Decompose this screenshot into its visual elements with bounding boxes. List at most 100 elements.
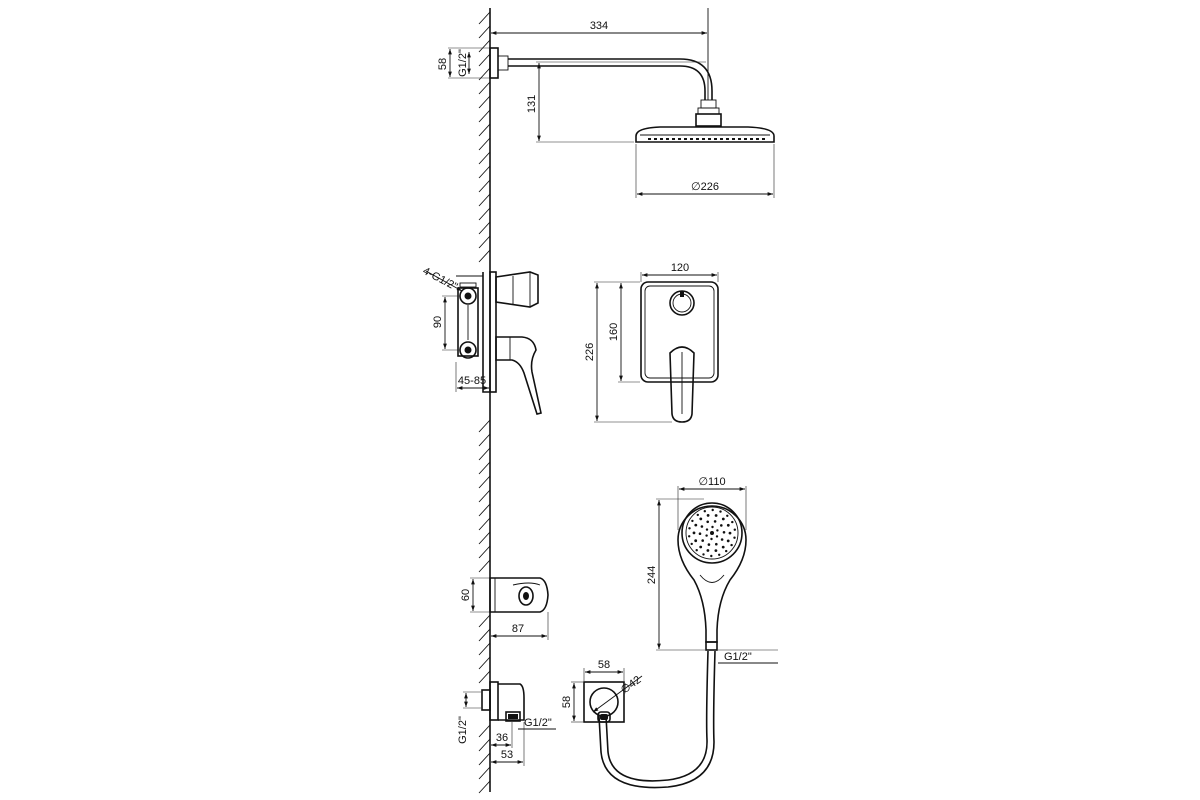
head-nozzle <box>666 138 669 140</box>
hand-shower-nozzle <box>691 519 694 523</box>
dim-outlet-depth-1: 36 <box>496 732 508 744</box>
head-nozzle <box>702 138 705 140</box>
wall-hatch-line <box>478 25 491 39</box>
hand-shower-nozzle <box>726 523 730 527</box>
mixer-connection-bottom-core <box>464 346 472 354</box>
wall-hatch-line <box>478 137 491 151</box>
outlet-nipple <box>505 711 521 722</box>
head-nozzle <box>648 138 651 140</box>
arm-wall-flange <box>489 47 499 79</box>
wall-hatch-line <box>478 11 491 25</box>
hand-shower-face-ring <box>685 506 739 560</box>
hand-shower-nozzle <box>718 553 721 556</box>
wall-hatch-line <box>478 780 491 794</box>
wall-hatch-line <box>478 179 491 193</box>
outlet-nipple-core <box>508 714 518 719</box>
hand-shower-center-nozzle <box>710 531 714 535</box>
hand-shower-nozzle <box>733 528 736 531</box>
arm-connector <box>497 55 509 71</box>
hand-shower-nozzle <box>699 517 703 521</box>
wall-hatch-line <box>478 503 491 517</box>
head-nozzle <box>714 138 717 140</box>
dim-arm-length: 334 <box>590 20 608 32</box>
hand-shower-thread <box>705 641 718 651</box>
leader-mixer-threads <box>425 270 463 292</box>
elbow-nipple <box>597 711 611 723</box>
hand-shower-nozzle <box>706 514 710 517</box>
hand-shower-nozzle <box>715 542 718 546</box>
wall-hatch-line <box>478 475 491 489</box>
diverter-knob-side <box>495 271 539 308</box>
hand-shower-nozzle <box>705 534 708 537</box>
wall-hatch-line <box>478 559 491 573</box>
hand-shower-nozzle <box>701 539 704 542</box>
head-nozzle <box>756 138 759 140</box>
arm-nut <box>700 99 717 109</box>
head-nozzle <box>678 138 681 140</box>
dim-mixer-threads: 4-G1/2" <box>421 265 460 293</box>
head-nozzle <box>708 138 711 140</box>
head-nozzle <box>684 138 687 140</box>
hand-shower-nozzle <box>688 535 691 538</box>
hand-shower-nozzle <box>728 531 732 535</box>
hand-shower-nozzle <box>694 539 698 543</box>
wall-hatch-line <box>478 738 491 752</box>
wall-hatch-line <box>478 752 491 766</box>
hand-shower-nozzle <box>733 536 736 539</box>
hand-shower-nozzle <box>702 553 705 556</box>
head-nozzle <box>660 138 663 140</box>
mixer-top-cap <box>459 282 477 288</box>
hand-shower-nozzles <box>688 508 736 558</box>
hand-shower-nozzle <box>726 539 730 543</box>
dim-plate-width: 120 <box>671 262 689 274</box>
dim-plate-total: 226 <box>584 343 596 361</box>
mixer-side-view: 4-G1/2" 90 45-85 <box>421 265 542 415</box>
rain-shower-head <box>635 126 775 143</box>
hand-shower-nozzle <box>710 554 713 558</box>
dim-outlet-depth-2: 53 <box>501 749 513 761</box>
hand-shower-nozzle <box>714 549 718 552</box>
wall-outlet-front: 58 58 ∅42 <box>561 659 643 723</box>
wall-outlet-side: G1/2" G1/2" 36 53 <box>457 681 556 766</box>
wall-hatch-line <box>478 628 491 642</box>
outlet-elbow-body <box>498 683 525 721</box>
hand-shower-nozzle <box>720 538 724 541</box>
head-nozzle <box>762 138 765 140</box>
wall-hatch-line <box>478 53 491 67</box>
arm-ball-joint <box>697 107 720 115</box>
wall-hatch-line <box>478 461 491 475</box>
head-nozzle <box>744 138 747 140</box>
spout-outlet <box>518 586 534 606</box>
hand-shower-nozzle <box>694 523 698 527</box>
dim-spout-length: 87 <box>512 623 524 635</box>
hand-shower-nozzle <box>722 531 726 534</box>
wall-hatch-line <box>478 81 491 95</box>
hand-shower-nozzle <box>690 542 693 546</box>
hand-shower-nozzle <box>731 520 734 524</box>
hand-shower: ∅110 244 G1/2" <box>598 476 778 789</box>
dim-mixer-depth: 45-85 <box>458 375 486 387</box>
head-nozzle <box>732 138 735 140</box>
hand-shower-nozzle <box>706 520 709 524</box>
hand-shower-neck-line <box>699 574 725 583</box>
dim-thread-top: G1/2" <box>457 49 469 77</box>
dim-hs-length: 244 <box>646 566 658 584</box>
dim-elbow-width: 58 <box>598 659 610 671</box>
mixer-front-view: 120 160 226 <box>584 262 719 423</box>
hand-shower-nozzle <box>719 510 722 513</box>
mixer-box-edge <box>482 272 490 393</box>
bath-spout: 60 87 <box>460 577 549 640</box>
wall-hatch-line <box>478 207 491 221</box>
hand-shower-nozzle <box>698 532 702 535</box>
wall-hatch-line <box>478 95 491 109</box>
head-nozzle <box>672 138 675 140</box>
wall-hatch-line <box>478 766 491 780</box>
hand-shower-nozzle <box>715 535 719 538</box>
outlet-flange <box>489 681 499 721</box>
spout-body <box>489 577 549 613</box>
hand-shower-nozzle <box>692 531 696 535</box>
spout-outlet-core <box>523 592 529 600</box>
head-nozzles <box>648 138 765 140</box>
hand-shower-face <box>681 502 743 564</box>
